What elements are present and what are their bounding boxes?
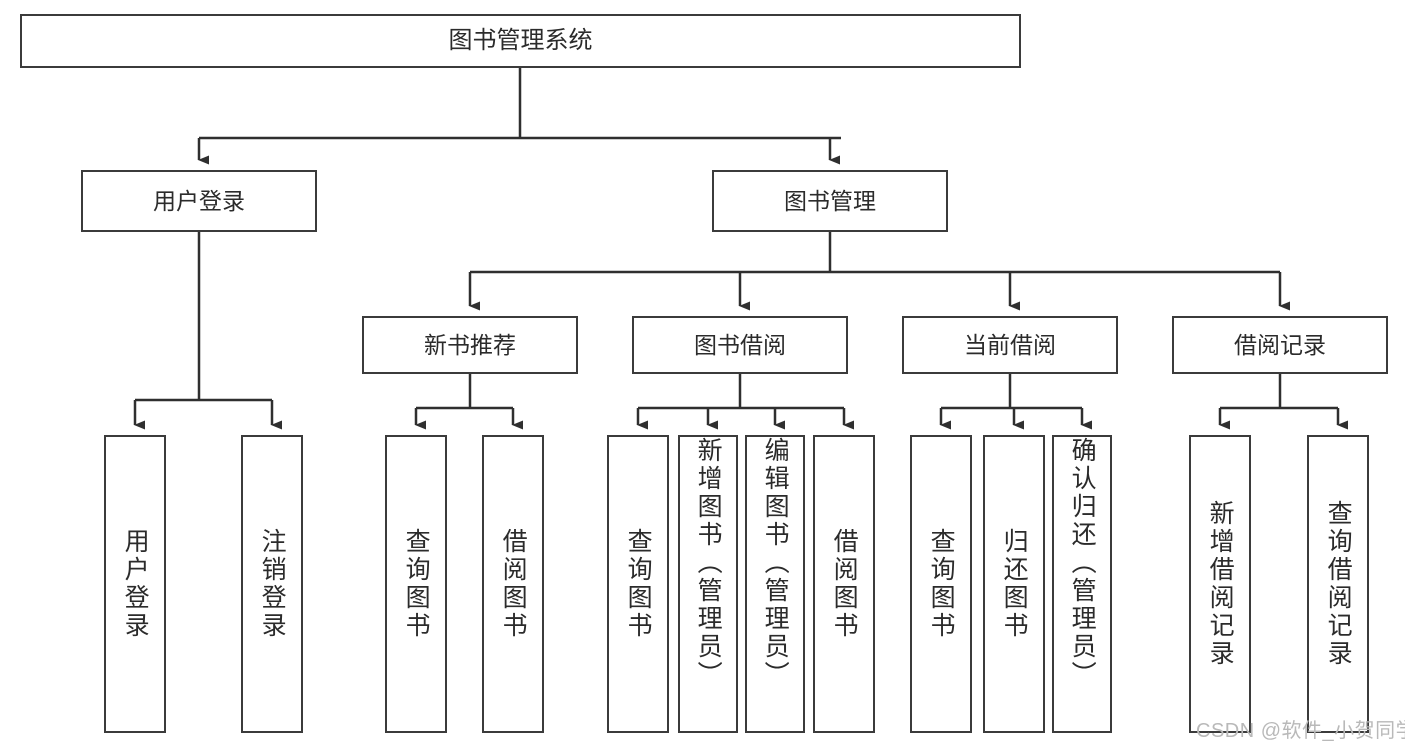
- node-leaf-edit-book-label: 编辑图书（管理员）: [761, 437, 790, 689]
- node-current-borrow[interactable]: 当前借阅: [902, 316, 1118, 374]
- node-leaf-add-book[interactable]: 新增图书（管理员）: [678, 435, 738, 733]
- node-leaf-borrow-book-rec-label: 借阅图书: [499, 528, 528, 640]
- node-leaf-borrow-book[interactable]: 借阅图书: [813, 435, 875, 733]
- node-borrow-record[interactable]: 借阅记录: [1172, 316, 1388, 374]
- node-leaf-add-book-label: 新增图书（管理员）: [694, 437, 723, 689]
- node-leaf-query-book-label: 查询图书: [624, 528, 653, 640]
- node-leaf-user-logout-label: 注销登录: [258, 528, 287, 640]
- node-leaf-query-book-cur-label: 查询图书: [927, 528, 956, 640]
- node-leaf-borrow-book-rec[interactable]: 借阅图书: [482, 435, 544, 733]
- node-leaf-user-login-label: 用户登录: [121, 528, 150, 640]
- node-user-login[interactable]: 用户登录: [81, 170, 317, 232]
- node-leaf-query-book-cur[interactable]: 查询图书: [910, 435, 972, 733]
- node-leaf-edit-book[interactable]: 编辑图书（管理员）: [745, 435, 805, 733]
- node-book-manage[interactable]: 图书管理: [712, 170, 948, 232]
- node-leaf-query-book-rec[interactable]: 查询图书: [385, 435, 447, 733]
- node-leaf-query-record[interactable]: 查询借阅记录: [1307, 435, 1369, 733]
- node-leaf-confirm-return[interactable]: 确认归还（管理员）: [1052, 435, 1112, 733]
- node-leaf-return-book[interactable]: 归还图书: [983, 435, 1045, 733]
- node-user-login-label: 用户登录: [153, 187, 245, 214]
- csdn-watermark: CSDN @软件_小贺同学: [1196, 720, 1405, 742]
- node-new-book-rec-label: 新书推荐: [424, 331, 516, 358]
- node-leaf-query-record-label: 查询借阅记录: [1324, 500, 1353, 668]
- node-leaf-user-logout[interactable]: 注销登录: [241, 435, 303, 733]
- node-leaf-confirm-return-label: 确认归还（管理员）: [1068, 437, 1097, 689]
- node-root-label: 图书管理系统: [448, 27, 593, 55]
- node-book-borrow[interactable]: 图书借阅: [632, 316, 848, 374]
- node-leaf-add-record[interactable]: 新增借阅记录: [1189, 435, 1251, 733]
- node-leaf-user-login[interactable]: 用户登录: [104, 435, 166, 733]
- node-book-manage-label: 图书管理: [784, 187, 876, 214]
- node-book-borrow-label: 图书借阅: [694, 331, 786, 358]
- node-leaf-add-record-label: 新增借阅记录: [1206, 500, 1235, 668]
- node-new-book-rec[interactable]: 新书推荐: [362, 316, 578, 374]
- node-root[interactable]: 图书管理系统: [20, 14, 1021, 68]
- node-leaf-query-book[interactable]: 查询图书: [607, 435, 669, 733]
- node-leaf-query-book-rec-label: 查询图书: [402, 528, 431, 640]
- node-leaf-borrow-book-label: 借阅图书: [830, 528, 859, 640]
- node-leaf-return-book-label: 归还图书: [1000, 528, 1029, 640]
- node-borrow-record-label: 借阅记录: [1234, 331, 1326, 358]
- node-current-borrow-label: 当前借阅: [964, 331, 1056, 358]
